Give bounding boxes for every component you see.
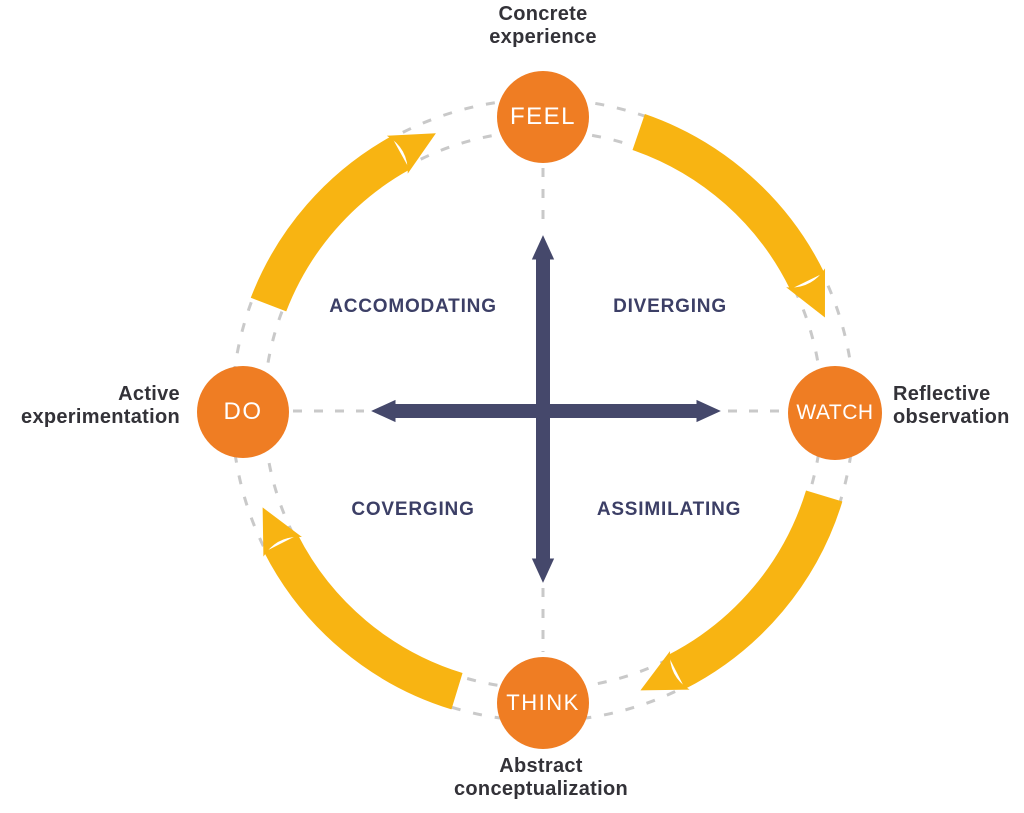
arc-arrow-do-to-feel bbox=[250, 133, 436, 312]
label-line: observation bbox=[893, 406, 1010, 428]
quadrant-label-coverging: COVERGING bbox=[351, 499, 475, 520]
quadrant-label-accomodating: ACCOMODATING bbox=[329, 296, 497, 317]
node-circle-think bbox=[497, 657, 589, 749]
quadrant-label-diverging: DIVERGING bbox=[613, 296, 727, 317]
arc-arrow-feel-to-watch bbox=[632, 114, 826, 318]
arc-arrow-watch-to-think bbox=[640, 490, 843, 691]
label-line: Active bbox=[118, 383, 180, 405]
label-line: Abstract bbox=[499, 755, 583, 777]
label-line: Reflective bbox=[893, 383, 991, 405]
label-line: experimentation bbox=[21, 406, 180, 428]
node-circle-do bbox=[197, 366, 289, 458]
label-line: conceptualization bbox=[453, 778, 628, 800]
label-concrete-experience: Concrete experience bbox=[443, 3, 643, 49]
node-label-think: THINK bbox=[506, 690, 580, 715]
node-circle-feel bbox=[497, 71, 589, 163]
label-active-experimentation: Active experimentation bbox=[0, 383, 180, 429]
arc-arrow-think-to-do bbox=[262, 507, 463, 710]
node-label-watch: WATCH bbox=[796, 401, 874, 424]
label-abstract-conceptualization: Abstract conceptualization bbox=[391, 755, 691, 801]
node-label-feel: FEEL bbox=[509, 103, 577, 130]
node-label-do: DO bbox=[223, 398, 263, 425]
label-reflective-observation: Reflective observation bbox=[893, 383, 1023, 429]
quadrant-label-assimilating: ASSIMILATING bbox=[596, 499, 742, 520]
dashed-axis-connectors bbox=[293, 168, 784, 652]
label-line: Concrete bbox=[498, 3, 588, 25]
node-circle-watch bbox=[788, 366, 882, 460]
label-line: experience bbox=[489, 26, 597, 48]
